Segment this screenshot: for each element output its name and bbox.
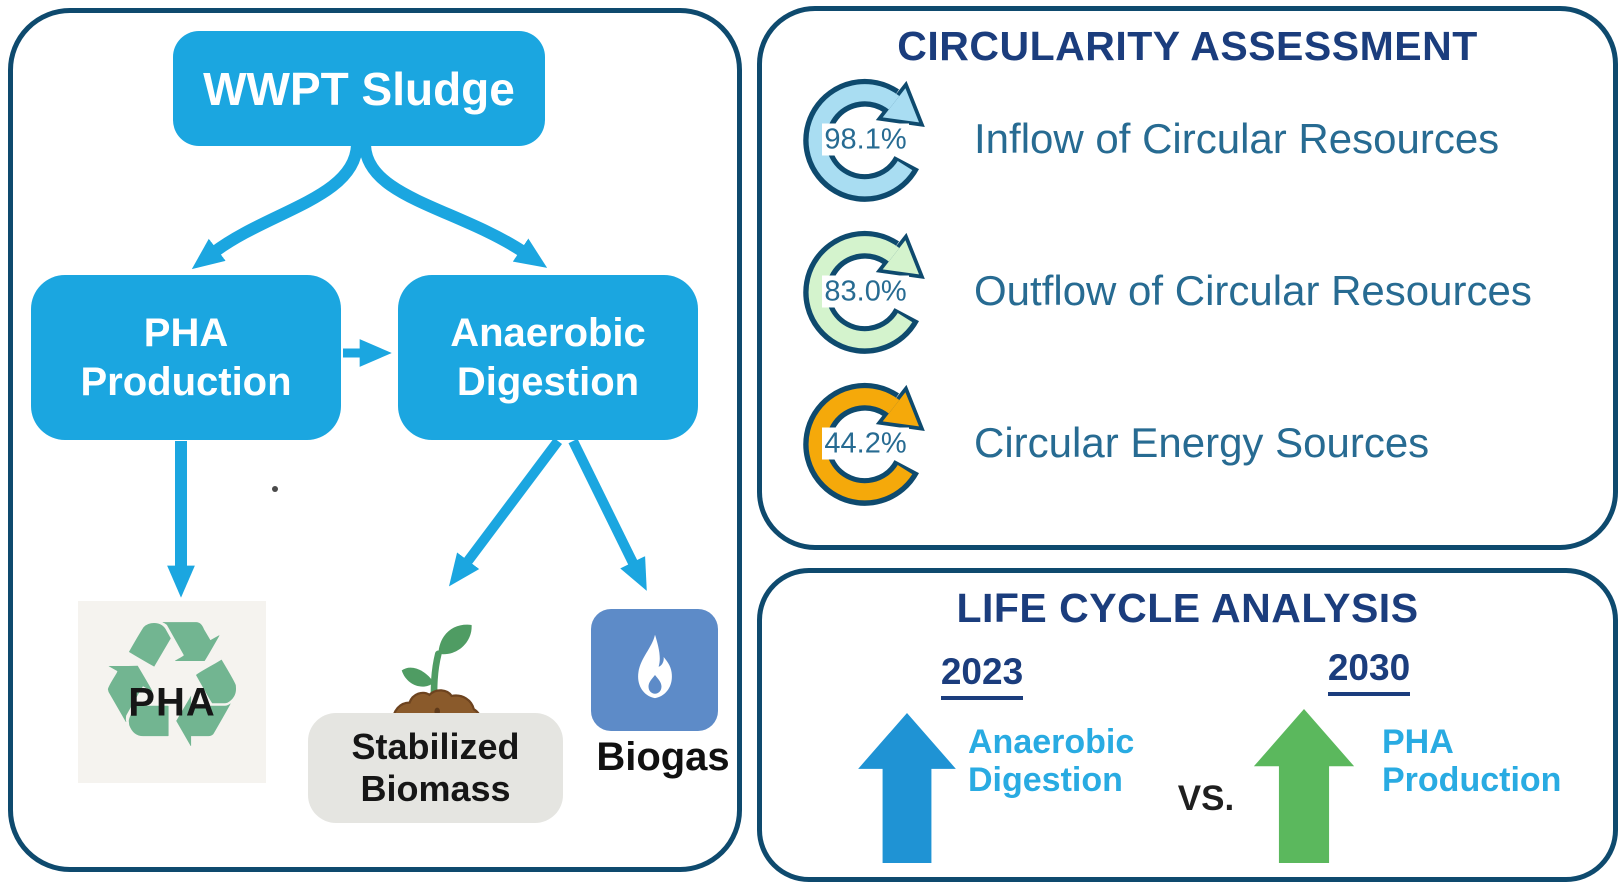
inflow-percentage: 98.1% — [822, 123, 909, 156]
biogas-output — [591, 609, 718, 731]
arrow-ad-to-biogas — [568, 438, 647, 591]
up-arrow-2030 — [1253, 709, 1355, 863]
flowchart-panel: WWPT Sludge PHA Production Anaerobic Dig… — [8, 8, 742, 872]
scenario-2030-label: PHA Production — [1382, 723, 1562, 799]
circularity-row-outflow: 83.0% Outflow of Circular Resources — [796, 217, 1532, 365]
node-pha-production-label: PHA Production — [80, 310, 292, 404]
energy-label: Circular Energy Sources — [974, 419, 1430, 466]
versus-text: VS. — [1177, 779, 1235, 818]
lca-panel: LIFE CYCLE ANALYSIS 2023 Anaerobic Diges… — [757, 568, 1618, 882]
node-wwpt-sludge-label: WWPT Sludge — [203, 62, 515, 115]
up-arrow-2023 — [858, 713, 956, 863]
scenario-2023-label: Anaerobic Digestion — [968, 723, 1135, 799]
biomass-output: Stabilized Biomass — [308, 713, 563, 823]
circularity-title: CIRCULARITY ASSESSMENT — [897, 23, 1478, 69]
outflow-label: Outflow of Circular Resources — [974, 267, 1532, 314]
node-wwpt-sludge: WWPT Sludge — [173, 31, 545, 146]
outflow-percentage: 83.0% — [822, 275, 909, 308]
circularity-row-inflow: 98.1% Inflow of Circular Resources — [796, 65, 1499, 213]
circularity-row-energy: 44.2% Circular Energy Sources — [796, 369, 1429, 517]
biomass-output-label: Stabilized Biomass — [351, 726, 520, 809]
cycle-arrow-icon-orange: 44.2% — [796, 369, 944, 517]
pha-output: ♻ PHA — [78, 583, 266, 788]
arrow-sludge-to-pha — [191, 144, 363, 270]
recycle-icon: ♻ — [93, 583, 251, 788]
flow-arrows — [167, 144, 647, 598]
year-2030: 2030 — [1289, 647, 1449, 696]
pha-output-label: PHA — [128, 680, 216, 725]
inflow-label: Inflow of Circular Resources — [974, 115, 1500, 162]
lca-title: LIFE CYCLE ANALYSIS — [956, 585, 1419, 631]
flame-icon — [637, 634, 672, 699]
arrow-ad-to-biomass — [448, 438, 562, 587]
node-pha-production: PHA Production — [31, 275, 341, 440]
stray-dot — [272, 486, 278, 492]
circularity-panel: CIRCULARITY ASSESSMENT 98.1% Inflow of C… — [757, 6, 1618, 550]
node-anaerobic-digestion: Anaerobic Digestion — [398, 275, 698, 440]
cycle-arrow-icon-green: 83.0% — [796, 217, 944, 365]
sprout-icon — [390, 624, 483, 726]
biogas-output-label: Biogas — [596, 735, 730, 779]
node-anaerobic-digestion-label: Anaerobic Digestion — [450, 310, 646, 404]
arrow-sludge-to-ad — [359, 144, 548, 268]
energy-percentage: 44.2% — [822, 427, 909, 460]
cycle-arrow-icon-blue: 98.1% — [796, 65, 944, 213]
year-2023: 2023 — [902, 651, 1062, 700]
